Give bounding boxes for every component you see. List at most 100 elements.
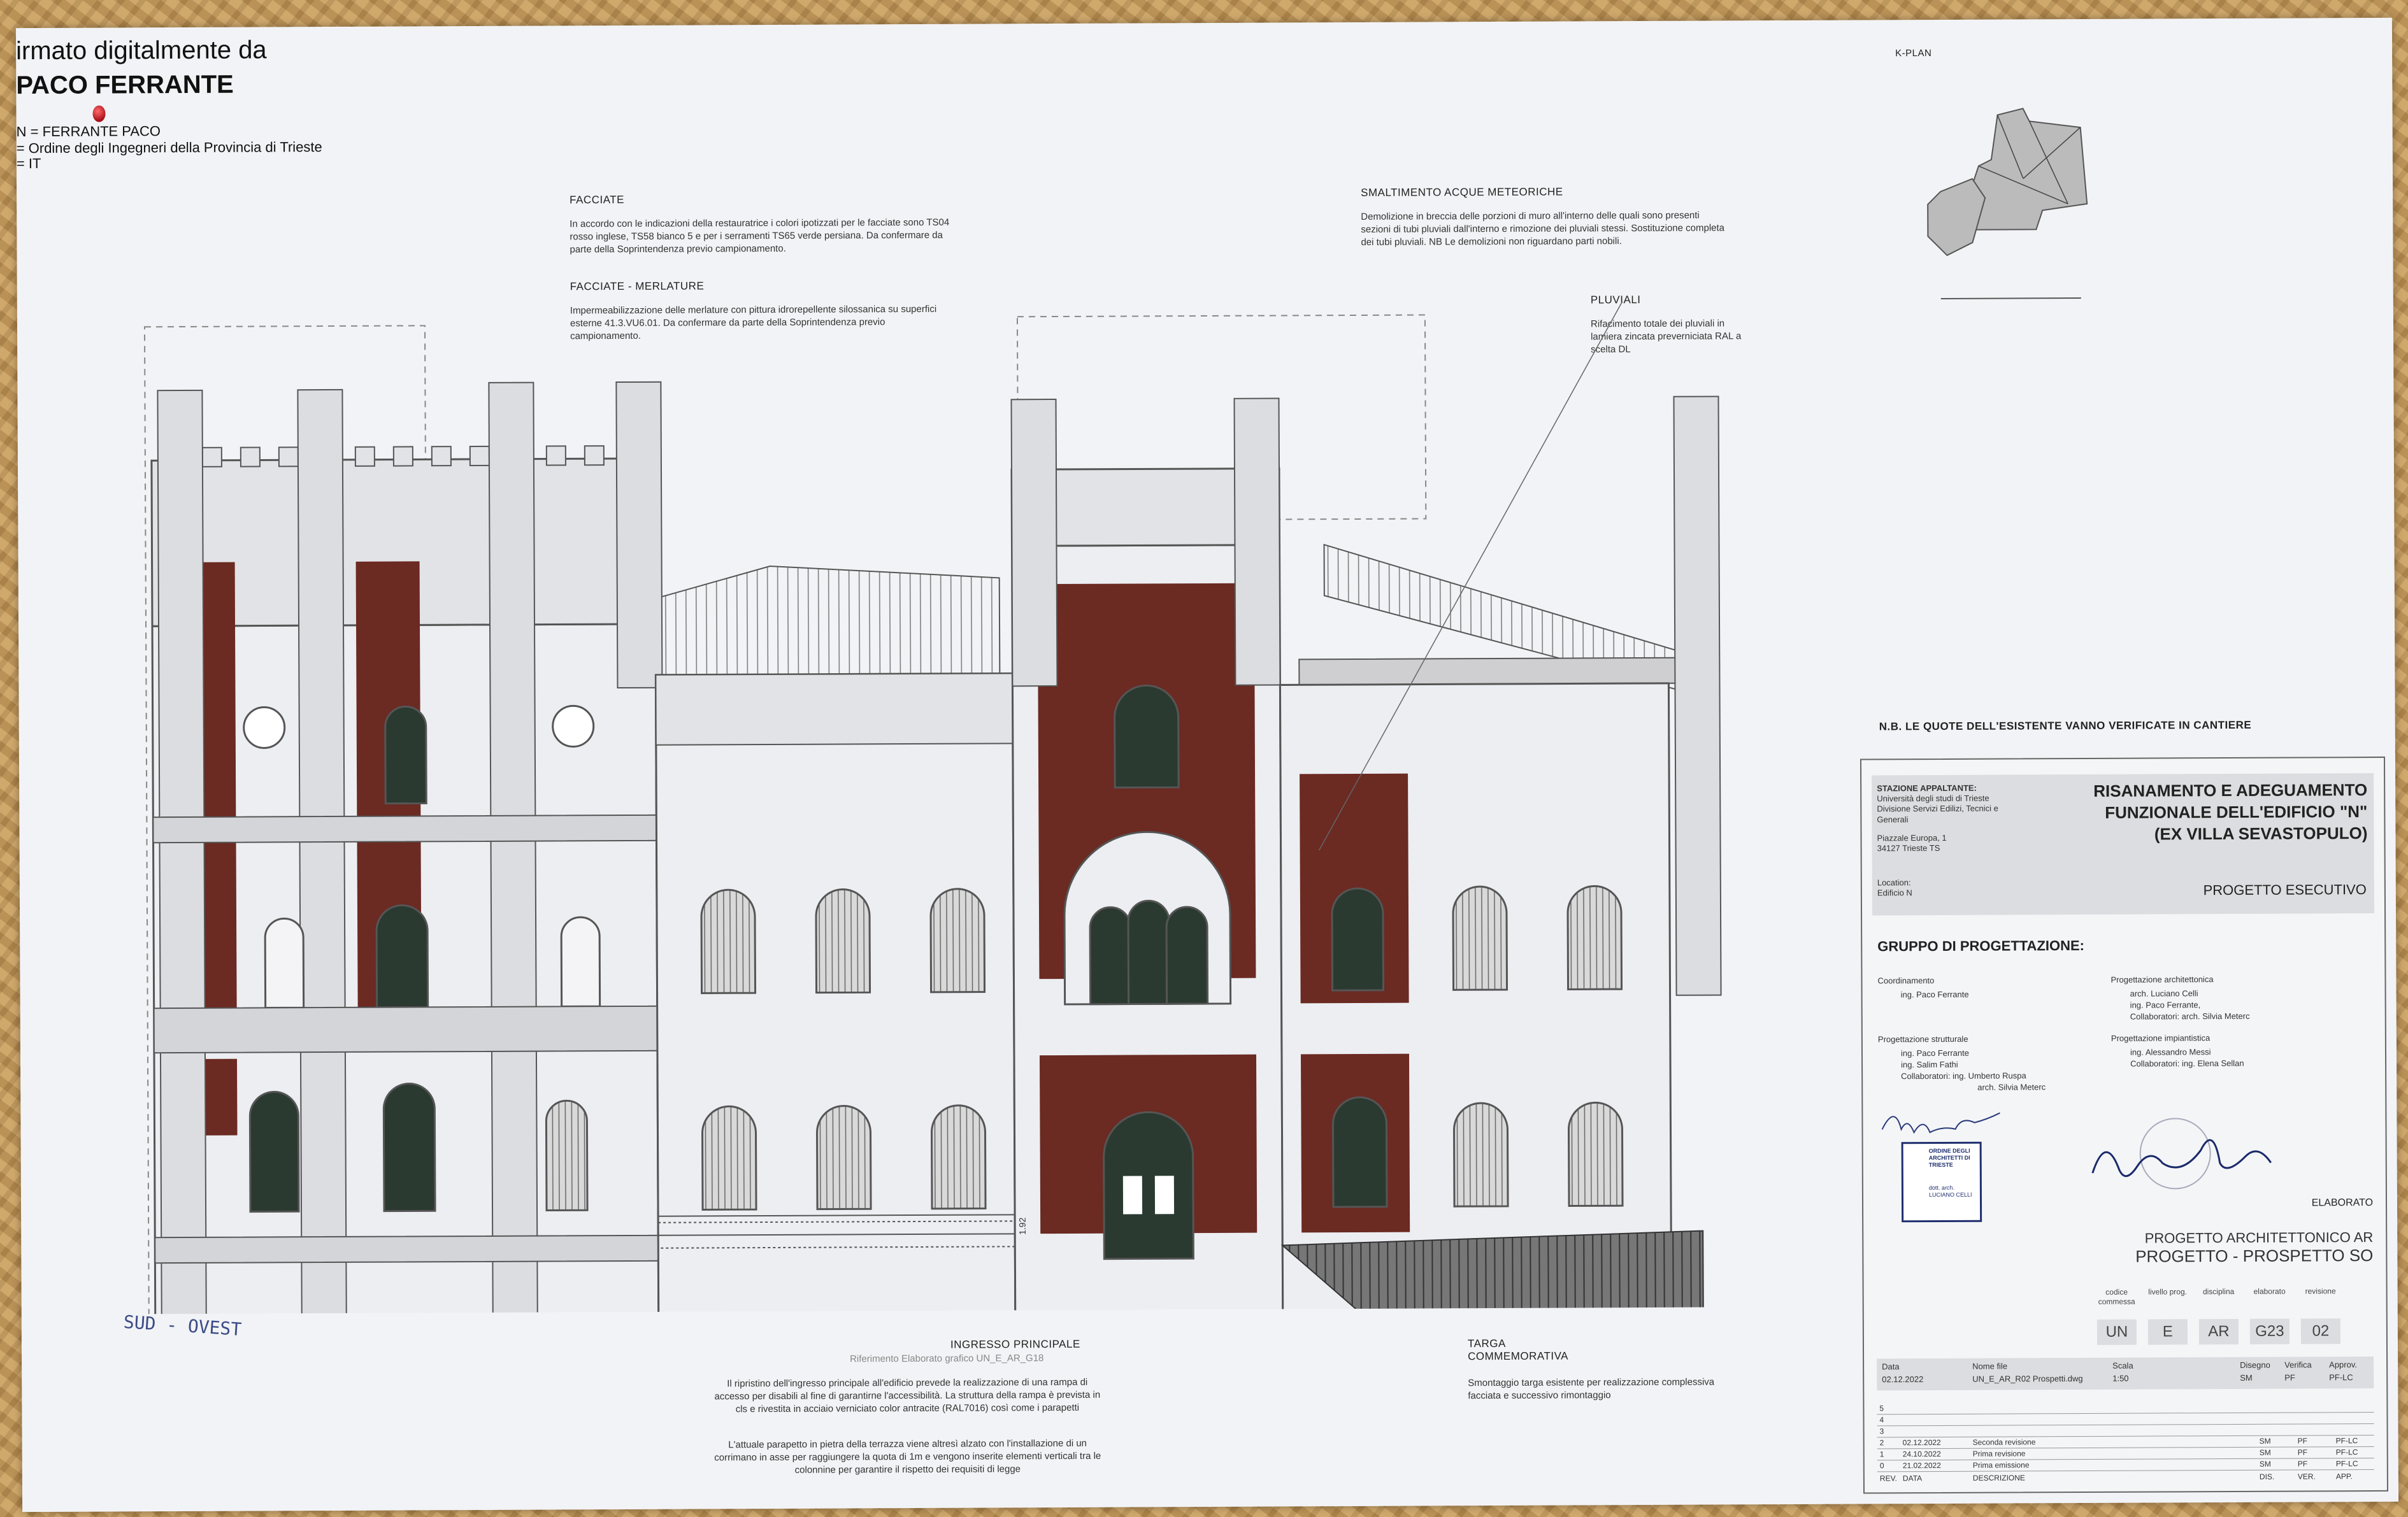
handwritten-orientation: SUD - OVEST xyxy=(122,1311,243,1341)
signature-country: = IT xyxy=(16,155,41,172)
code-value-livello: E xyxy=(2147,1319,2188,1345)
arch-label: Progettazione architettonica xyxy=(2111,974,2214,985)
note-targa-title: TARGA COMMEMORATIVA xyxy=(1467,1337,1569,1363)
note-smaltimento-title: SMALTIMENTO ACQUE METEORICHE xyxy=(1361,185,1563,199)
note-ingresso-title: INGRESSO PRINCIPALE xyxy=(950,1337,1080,1351)
rev-description: Seconda revisione xyxy=(1972,1437,2036,1447)
stamp-text-2: dott. arch. LUCIANO CELLI xyxy=(1928,1184,1972,1199)
drawing-sheet: irmato digitalmente da PACO FERRANTE N =… xyxy=(15,17,2399,1513)
strutturale-2: ing. Salim Fathi xyxy=(1901,1059,1958,1070)
title-block: STAZIONE APPALTANTE: Università degli st… xyxy=(1860,756,2388,1494)
red-pushpin-icon xyxy=(92,105,106,122)
rev-app: PF-LC xyxy=(2335,1459,2358,1469)
stazione-line-2: Divisione Servizi Edilizi, Tecnici e Gen… xyxy=(1877,803,1998,825)
note-ingresso-text-2: L'attuale parapetto in pietra della terr… xyxy=(714,1437,1101,1476)
note-quote-warning: N.B. LE QUOTE DELL'ESISTENTE VANNO VERIF… xyxy=(1879,718,2252,733)
verifica-label: Verifica xyxy=(2284,1360,2312,1370)
disegno-value: SM xyxy=(2240,1372,2253,1383)
rev-description: Prima revisione xyxy=(1972,1449,2026,1458)
note-facciate-title: FACCIATE xyxy=(570,193,625,206)
rev-description: Prima emissione xyxy=(1972,1460,2030,1470)
verifica-value: PF xyxy=(2284,1372,2295,1383)
rev-dis: SM xyxy=(2259,1436,2271,1446)
signature-org: = Ordine degli Ingegneri della Provincia… xyxy=(16,139,322,157)
arch-2: ing. Paco Ferrante, xyxy=(2130,1000,2201,1010)
rev-header-rev: REV. xyxy=(1879,1474,1897,1483)
code-label-revisione: revisione xyxy=(2305,1286,2336,1296)
arch-1: arch. Luciano Celli xyxy=(2130,988,2198,999)
title-block-header: STAZIONE APPALTANTE: Università degli st… xyxy=(1872,773,2375,916)
project-title-line-1: RISANAMENTO E ADEGUAMENTO xyxy=(2093,780,2368,801)
project-title-line-2: FUNZIONALE DELL'EDIFICIO "N" xyxy=(2105,802,2368,822)
rev-number: 1 xyxy=(1879,1449,1884,1459)
kplan-roof-plan xyxy=(1927,108,2088,299)
elaborato-label: ELABORATO xyxy=(2311,1197,2374,1209)
rev-dis: SM xyxy=(2259,1448,2271,1457)
strutturale-1: ing. Paco Ferrante xyxy=(1900,1048,1969,1058)
code-value-elaborato: G23 xyxy=(2249,1318,2290,1344)
strutturale-label: Progettazione strutturale xyxy=(1877,1034,1968,1044)
data-value: 02.12.2022 xyxy=(1882,1374,1924,1385)
architect-stamp: ORDINE DEGLI ARCHITETTI DI TRIESTE dott.… xyxy=(1901,1141,1982,1223)
note-ingresso-ref: Riferimento Elaborato grafico UN_E_AR_G1… xyxy=(850,1353,1044,1365)
code-value-revisione: 02 xyxy=(2300,1318,2340,1344)
file-value: UN_E_AR_R02 Prospetti.dwg xyxy=(1972,1374,2083,1384)
scala-value: 1:50 xyxy=(2112,1373,2129,1383)
stazione-line-3: Piazzale Europa, 1 xyxy=(1877,832,1947,843)
coordinamento-label: Coordinamento xyxy=(1877,976,1935,986)
signature-cn: N = FERRANTE PACO xyxy=(16,123,161,140)
approv-value: PF-LC xyxy=(2329,1372,2353,1383)
code-label-commessa: codice commessa xyxy=(2098,1287,2135,1306)
impianti-label: Progettazione impiantistica xyxy=(2111,1033,2211,1043)
rev-number: 3 xyxy=(1879,1427,1884,1436)
stamp-text-1: ORDINE DEGLI ARCHITETTI DI TRIESTE xyxy=(1928,1147,1970,1169)
rev-header-desc: DESCRIZIONE xyxy=(1972,1473,2025,1483)
impianti-1: ing. Alessandro Messi xyxy=(2130,1047,2211,1057)
location-label: Location: xyxy=(1877,878,1911,888)
code-label-disciplina: disciplina xyxy=(2202,1286,2235,1297)
arch-3: Collaboratori: arch. Silvia Meterc xyxy=(2130,1011,2250,1022)
signature-title: irmato digitalmente da xyxy=(15,36,267,66)
strutturale-4: arch. Silvia Meterc xyxy=(1977,1082,2046,1092)
file-info-row: Data 02.12.2022 Nome file UN_E_AR_R02 Pr… xyxy=(1877,1357,2374,1391)
scala-label: Scala xyxy=(2112,1360,2133,1371)
rev-ver: PF xyxy=(2297,1436,2308,1446)
rev-app: PF-LC xyxy=(2335,1448,2358,1457)
rev-number: 2 xyxy=(1879,1438,1884,1448)
code-label-elaborato: elaborato xyxy=(2253,1286,2286,1296)
note-targa-text: Smontaggio targa esistente per realizzaz… xyxy=(1468,1376,1715,1402)
rev-header-app: APP. xyxy=(2335,1472,2353,1481)
revision-row: 0 21.02.2022 Prima emissione SM PF PF-LC xyxy=(1877,1458,2374,1472)
rev-header-data: DATA xyxy=(1902,1474,1923,1483)
file-label: Nome file xyxy=(1972,1361,2008,1371)
location-value: Edificio N xyxy=(1877,888,1912,898)
strutturale-3: Collaboratori: ing. Umberto Ruspa xyxy=(1901,1071,2026,1081)
stazione-label: STAZIONE APPALTANTE: xyxy=(1877,783,1977,794)
signature-name: PACO FERRANTE xyxy=(16,70,234,100)
rev-number: 0 xyxy=(1879,1461,1884,1471)
rev-ver: PF xyxy=(2297,1459,2308,1469)
code-value-disciplina: AR xyxy=(2198,1318,2239,1345)
rev-ver: PF xyxy=(2297,1448,2308,1457)
rev-dis: SM xyxy=(2259,1459,2271,1469)
elaborato-1: PROGETTO ARCHITETTONICO AR xyxy=(2144,1229,2374,1246)
code-label-livello: livello prog. xyxy=(2148,1287,2187,1297)
rev-app: PF-LC xyxy=(2335,1436,2358,1446)
dimension-label: 1.92 xyxy=(1017,1217,1028,1235)
rev-header-dis: DIS. xyxy=(2259,1472,2275,1481)
handwritten-signature-celli xyxy=(1881,1112,2000,1134)
rev-number: 5 xyxy=(1879,1404,1884,1413)
stazione-line-4: 34127 Trieste TS xyxy=(1877,843,1940,853)
rev-date: 24.10.2022 xyxy=(1902,1449,1941,1459)
data-label: Data xyxy=(1882,1362,1900,1372)
handwritten-signature-ferrante xyxy=(2091,1118,2272,1190)
rev-number: 4 xyxy=(1879,1415,1884,1425)
approv-label: Approv. xyxy=(2329,1360,2358,1370)
gruppo-title: GRUPPO DI PROGETTAZIONE: xyxy=(1877,937,2085,955)
impianti-2: Collaboratori: ing. Elena Sellan xyxy=(2130,1058,2244,1069)
code-value-commessa: UN xyxy=(2096,1319,2137,1345)
coordinamento-1: ing. Paco Ferrante xyxy=(1900,989,1969,1000)
stazione-line-1: Università degli studi di Trieste xyxy=(1877,793,1989,804)
rev-header-ver: VER. xyxy=(2297,1472,2316,1481)
revision-header-row: REV. DATA DESCRIZIONE DIS. VER. APP. xyxy=(1877,1471,2374,1484)
